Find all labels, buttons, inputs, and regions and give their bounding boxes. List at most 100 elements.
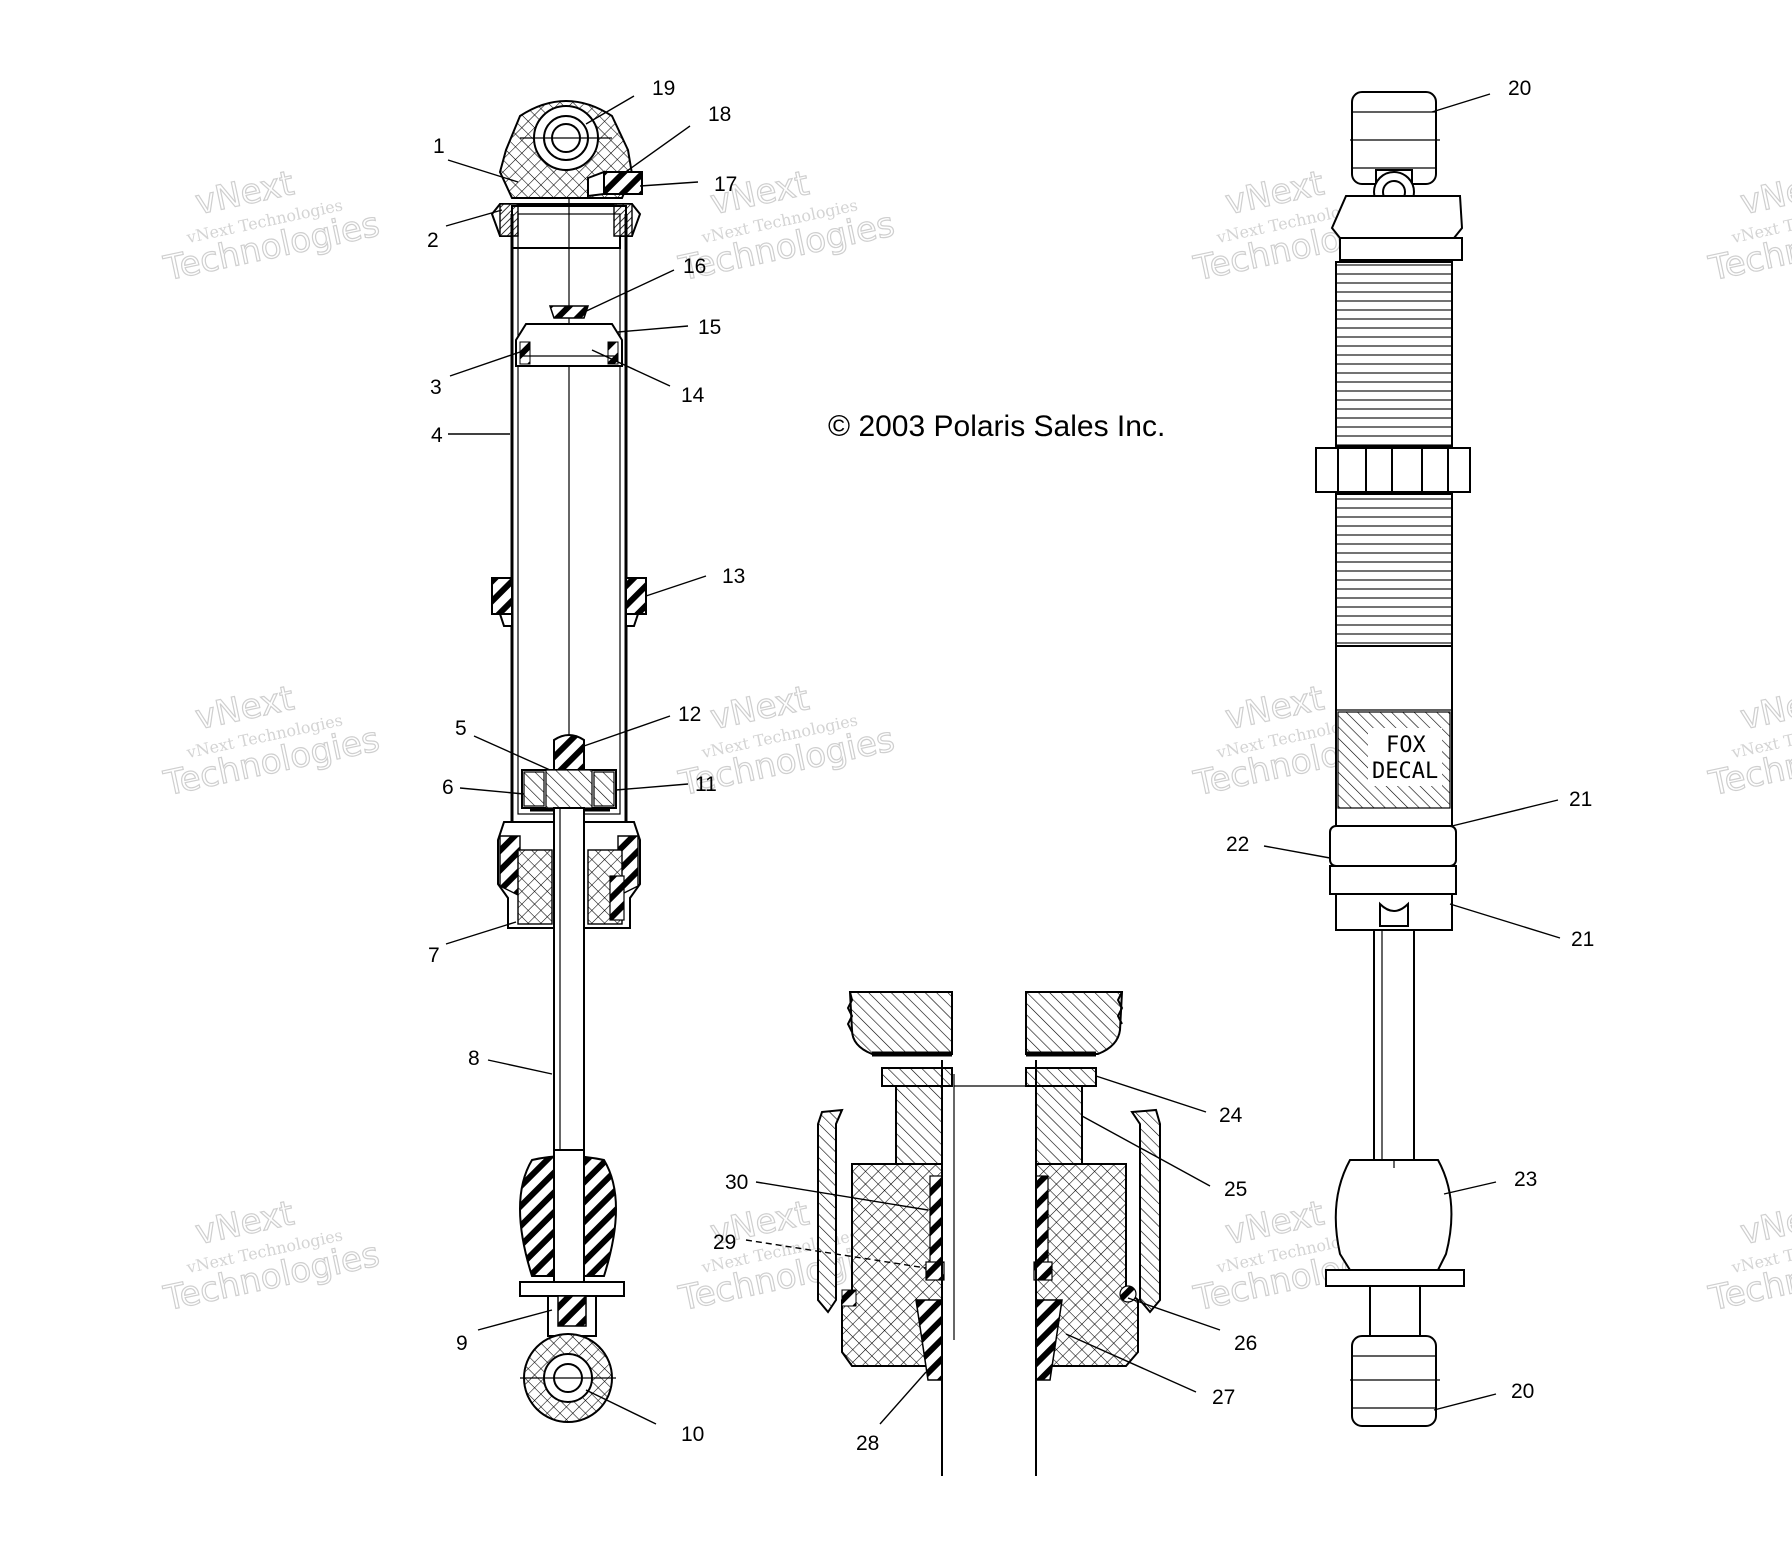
callout-number: 13 — [722, 565, 745, 588]
callout-leader — [755, 1181, 929, 1211]
callout-3: 3 — [430, 351, 521, 399]
callout-number: 7 — [428, 944, 440, 967]
callout-leader — [639, 181, 699, 187]
callout-14: 14 — [591, 349, 705, 407]
callout-leader — [1433, 1393, 1497, 1411]
callout-1: 1 — [433, 135, 519, 183]
callout-19: 19 — [585, 77, 675, 125]
callout-number: 11 — [695, 773, 717, 796]
callout-number: 21 — [1569, 788, 1592, 811]
callout-number: 29 — [713, 1231, 736, 1254]
callout-25: 25 — [1081, 1115, 1247, 1201]
callout-leader — [617, 325, 689, 333]
copyright-notice: © 2003 Polaris Sales Inc. — [828, 410, 1165, 443]
callout-leader — [445, 209, 503, 227]
callout-leader — [615, 783, 689, 791]
callout-number: 12 — [678, 703, 701, 726]
callout-leader — [579, 269, 675, 315]
callout-24: 24 — [1095, 1075, 1243, 1127]
seal-head-detail — [817, 991, 1161, 1476]
callout-5: 5 — [455, 717, 551, 771]
shock-cross-section — [490, 100, 647, 1423]
callout-number: 4 — [431, 424, 443, 447]
callout-number: 10 — [681, 1423, 704, 1446]
callout-leader — [1095, 1075, 1207, 1113]
callout-leader — [459, 787, 525, 795]
callout-leader — [591, 349, 671, 387]
callout-leader — [745, 1239, 927, 1269]
callout-leader — [445, 921, 517, 945]
callout-23: 23 — [1443, 1168, 1537, 1195]
callout-leader — [585, 1389, 657, 1425]
watermark-line1: vNext — [1737, 678, 1792, 738]
callout-29: 29 — [713, 1231, 927, 1269]
callout-leader — [447, 159, 519, 183]
callout-28: 28 — [856, 1371, 927, 1455]
callout-leader — [583, 715, 671, 747]
callout-leader — [1431, 93, 1491, 113]
callout-17: 17 — [639, 173, 737, 196]
callout-22: 22 — [1226, 833, 1331, 859]
callout-number: 2 — [427, 229, 439, 252]
callout-leader — [1451, 799, 1559, 827]
callout-leader — [1443, 1181, 1497, 1195]
callout-leader — [619, 125, 691, 177]
callout-20a: 20 — [1431, 77, 1531, 113]
callout-number: 18 — [708, 103, 731, 126]
callout-number: 15 — [698, 316, 721, 339]
callout-number: 24 — [1219, 1104, 1243, 1127]
callout-number: 9 — [456, 1332, 468, 1355]
callout-21a: 21 — [1451, 788, 1592, 827]
callout-9: 9 — [456, 1309, 553, 1355]
callout-number: 23 — [1514, 1168, 1537, 1191]
callout-26: 26 — [1127, 1297, 1257, 1355]
callout-number: 8 — [468, 1047, 480, 1070]
callout-number: 20 — [1511, 1380, 1534, 1403]
callout-number: 20 — [1508, 77, 1531, 100]
callout-21b: 21 — [1449, 903, 1594, 951]
decal-line-2: DECAL — [1372, 759, 1438, 784]
callout-12: 12 — [583, 703, 701, 747]
callout-number: 25 — [1224, 1178, 1247, 1201]
callout-number: 27 — [1212, 1386, 1235, 1409]
callout-number: 30 — [725, 1171, 748, 1194]
callout-leader — [477, 1309, 553, 1331]
callout-leader — [473, 735, 551, 771]
callout-leader — [585, 95, 635, 125]
callout-16: 16 — [579, 255, 706, 315]
watermark-line1: vNext — [1737, 1193, 1792, 1253]
callout-number: 3 — [430, 376, 442, 399]
callout-8: 8 — [468, 1047, 553, 1075]
watermark-line1: vNext — [1737, 163, 1792, 223]
callout-leader — [1065, 1333, 1197, 1393]
callout-number: 26 — [1234, 1332, 1257, 1355]
callout-number: 21 — [1571, 928, 1594, 951]
callout-10: 10 — [585, 1389, 704, 1446]
callout-leader — [879, 1371, 927, 1425]
callout-leader — [1081, 1115, 1211, 1187]
callout-13: 13 — [645, 565, 745, 597]
callout-number: 28 — [856, 1432, 879, 1455]
callout-2: 2 — [427, 209, 503, 252]
callout-number: 5 — [455, 717, 467, 740]
callout-30: 30 — [725, 1171, 929, 1211]
callout-18: 18 — [619, 103, 731, 177]
callout-leader — [645, 575, 707, 597]
callout-number: 19 — [652, 77, 675, 100]
callout-6: 6 — [442, 776, 525, 799]
callout-20b: 20 — [1433, 1380, 1534, 1411]
shock-exterior-view: FOX DECAL — [1315, 91, 1471, 1427]
callout-number: 14 — [681, 384, 705, 407]
callout-4: 4 — [431, 424, 510, 447]
callout-number: 22 — [1226, 833, 1249, 856]
callout-number: 6 — [442, 776, 454, 799]
